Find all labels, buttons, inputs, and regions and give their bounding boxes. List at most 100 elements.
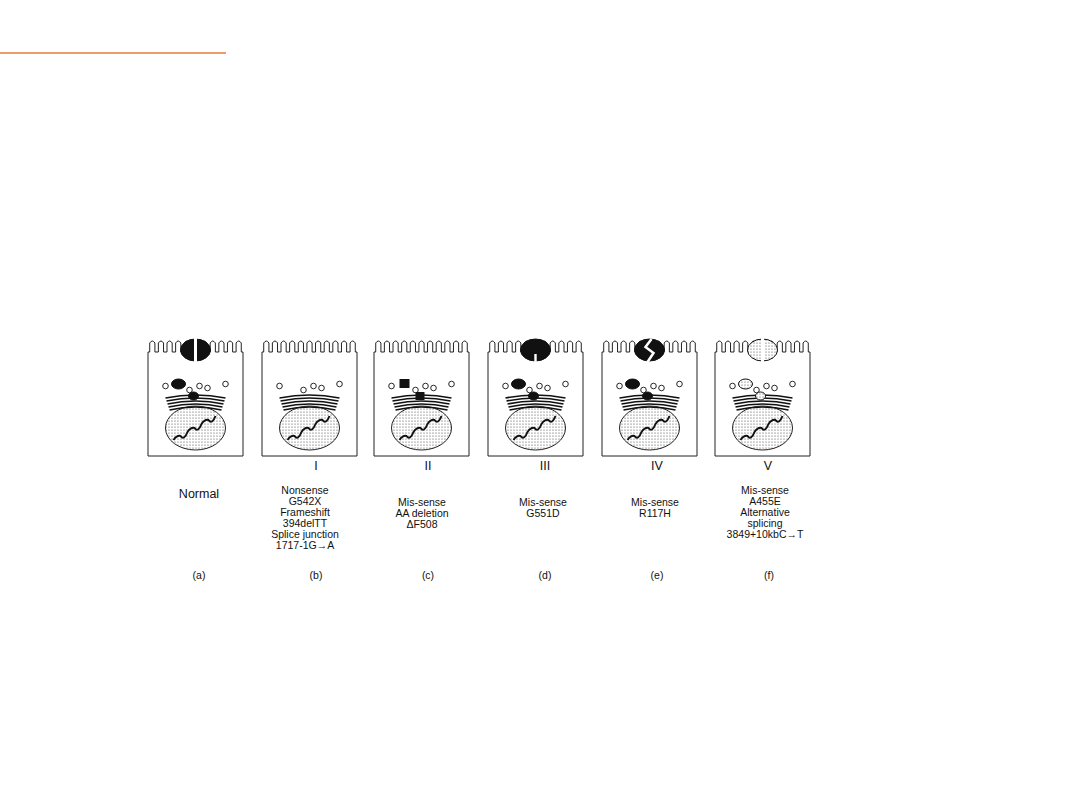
- cell-membrane: [262, 341, 357, 456]
- misfolded-protein: [400, 379, 410, 388]
- epithelial-cell: [262, 341, 357, 456]
- mutation-label: 3849+10kbC→T: [727, 529, 804, 540]
- epithelial-cell: [602, 339, 697, 456]
- vesicle: [337, 381, 343, 387]
- dna: [628, 416, 670, 440]
- vesicle: [319, 385, 325, 391]
- dna: [400, 416, 442, 440]
- mutation-label: 1717-1G→A: [276, 540, 334, 551]
- cftr-protein: [756, 392, 766, 400]
- mutation-label: ΔF508: [407, 519, 438, 530]
- vesicle: [277, 383, 283, 389]
- epithelial-cell: [374, 341, 469, 456]
- nucleus: [733, 406, 793, 450]
- misfolded-protein: [416, 392, 425, 400]
- dna: [514, 416, 556, 440]
- vesicle: [651, 383, 657, 389]
- class-label: III: [540, 460, 550, 473]
- vesicle: [563, 381, 569, 387]
- class-label: II: [425, 460, 432, 473]
- vesicle: [659, 385, 665, 391]
- mutation-label: Mis-sense: [519, 497, 567, 508]
- mutation-label: Mis-sense: [741, 485, 789, 496]
- class-label: V: [764, 460, 772, 473]
- golgi: [396, 407, 448, 410]
- vesicle: [413, 387, 419, 393]
- cftr-channel: [521, 339, 551, 362]
- vesicle: [545, 385, 551, 391]
- mutation-label: Mis-sense: [631, 497, 679, 508]
- vesicle: [503, 383, 509, 389]
- mutation-label: AA deletion: [395, 508, 448, 519]
- dna: [288, 416, 330, 440]
- panel-letter: (c): [422, 570, 434, 581]
- vesicle: [205, 385, 211, 391]
- mutation-label: Frameshift: [280, 507, 330, 518]
- vesicle: [772, 385, 778, 391]
- panel-letter: (f): [764, 570, 774, 581]
- vesicle: [617, 383, 623, 389]
- cell-membrane: [374, 341, 469, 456]
- vesicle: [730, 383, 736, 389]
- cftr-channel: [635, 339, 665, 362]
- golgi: [624, 407, 676, 410]
- mutation-label: Alternative: [740, 507, 790, 518]
- mutation-label: G542X: [289, 496, 322, 507]
- panel-letter: (a): [193, 570, 206, 581]
- vesicle: [537, 383, 543, 389]
- nucleus: [506, 406, 566, 450]
- golgi: [737, 407, 789, 410]
- panel-letter: (e): [651, 570, 664, 581]
- vesicle: [223, 381, 229, 387]
- vesicle: [449, 381, 455, 387]
- mutation-label: A455E: [749, 496, 781, 507]
- golgi: [170, 407, 222, 410]
- vesicle: [163, 383, 169, 389]
- nucleus: [392, 406, 452, 450]
- vesicle: [389, 383, 395, 389]
- cftr-protein: [739, 379, 753, 389]
- golgi: [510, 407, 562, 410]
- cftr-channel: [748, 338, 778, 362]
- epithelial-cell: [715, 338, 810, 456]
- cftr-protein: [626, 379, 640, 389]
- cftr-protein: [172, 379, 186, 389]
- header-rule: [0, 52, 226, 54]
- class-label: I: [314, 460, 317, 473]
- vesicle: [431, 385, 437, 391]
- mutation-label: Splice junction: [271, 529, 339, 540]
- vesicle: [423, 383, 429, 389]
- cell-membrane: [488, 341, 583, 456]
- cftr-protein: [643, 392, 653, 400]
- class-label: Normal: [179, 488, 219, 501]
- mutation-label: 394delTT: [283, 518, 327, 529]
- cftr-protein: [189, 392, 199, 400]
- dna: [741, 416, 783, 440]
- class-label: IV: [651, 460, 663, 473]
- golgi: [284, 407, 336, 410]
- mutation-label: Mis-sense: [398, 497, 446, 508]
- vesicle: [677, 381, 683, 387]
- dna: [174, 416, 216, 440]
- vesicle: [764, 383, 770, 389]
- panel-letter: (b): [310, 570, 323, 581]
- epithelial-cell: [148, 338, 243, 456]
- vesicle: [790, 381, 796, 387]
- panel-letter: (d): [539, 570, 552, 581]
- nucleus: [166, 406, 226, 450]
- mutation-label: G551D: [526, 508, 559, 519]
- mutation-label: Nonsense: [281, 485, 328, 496]
- epithelial-cell: [488, 339, 583, 456]
- cftr-protein: [529, 392, 539, 400]
- cftr-protein: [512, 379, 526, 389]
- vesicle: [301, 387, 307, 393]
- nucleus: [280, 406, 340, 450]
- cftr-channel: [181, 338, 211, 362]
- mutation-label: R117H: [639, 508, 671, 519]
- nucleus: [620, 406, 680, 450]
- vesicle: [311, 383, 317, 389]
- mutation-label: splicing: [747, 518, 782, 529]
- vesicle: [197, 383, 203, 389]
